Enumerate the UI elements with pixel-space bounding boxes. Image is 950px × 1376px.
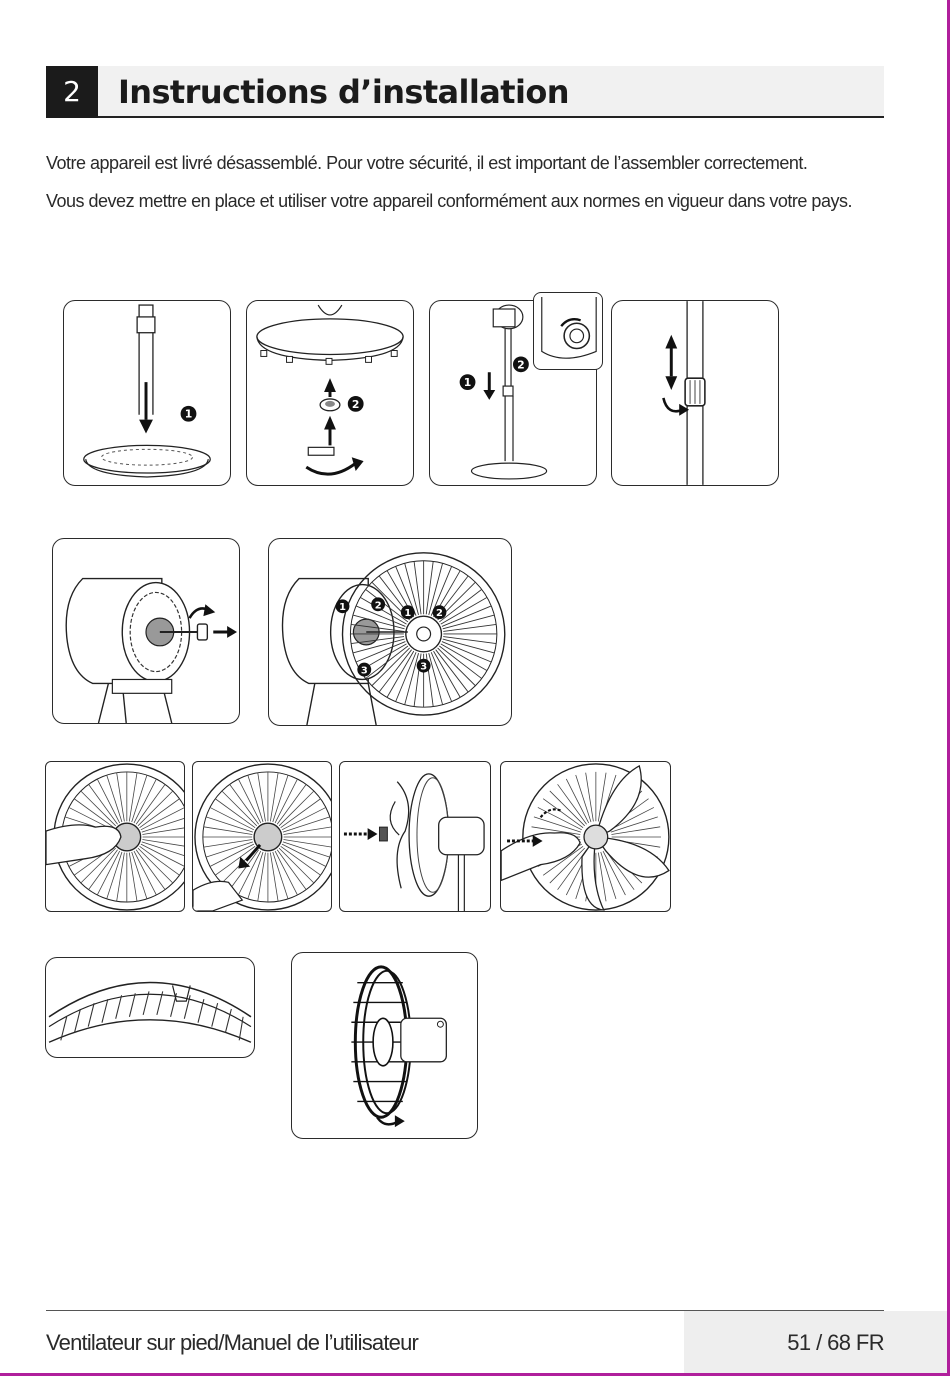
figure-drawing [501, 763, 670, 911]
footer-manual-title: Ventilateur sur pied/Manuel de l’utilisa… [46, 1330, 419, 1355]
figure-drawing: 1 [83, 304, 211, 478]
intro-paragraph-1: Votre appareil est livré désassemblé. Po… [46, 153, 808, 173]
footer-page-box [684, 1311, 947, 1373]
figure-step-pole-into-base: 1 [63, 300, 231, 486]
footer-rule [46, 1310, 884, 1311]
figure-step-assembled-fan [291, 952, 478, 1139]
step-marker-1: 1 [464, 376, 472, 389]
figure-step-base-screw: 2 [246, 300, 414, 486]
figure-step-tighten-grille-nut [45, 761, 185, 912]
step-marker-2: 2 [352, 398, 360, 411]
step-marker-1: 1 [339, 602, 346, 613]
figure-step-fix-grille-screw [192, 761, 332, 912]
step-marker-2: 2 [517, 358, 525, 371]
figure-drawing [541, 297, 597, 359]
step-marker-2: 2 [375, 600, 382, 611]
figure-drawing: 2 [256, 304, 404, 476]
intro-paragraph-2: Vous devez mettre en place et utiliser v… [46, 191, 852, 211]
figure-drawing [46, 763, 184, 911]
figure-drawing [48, 981, 252, 1043]
section-title: Instructions d’installation [118, 73, 570, 111]
figure-step-lock-collar [611, 300, 779, 486]
section-number: 2 [46, 66, 98, 118]
figure-drawing: 1 2 1 2 3 3 [281, 552, 506, 725]
figure-step-clip-grilles [45, 957, 255, 1058]
page-edge-bottom [0, 1373, 950, 1376]
step-marker-1: 1 [185, 408, 193, 421]
figure-inset-knob-detail [533, 292, 603, 370]
section-header-rule [46, 116, 884, 118]
figure-drawing [343, 773, 485, 911]
step-marker-3: 3 [420, 662, 427, 673]
figure-drawing [193, 763, 331, 911]
section-header-bar [46, 66, 884, 118]
footer-page-number: 51 / 68 FR [787, 1330, 884, 1355]
figure-step-tighten-spinner [500, 761, 671, 912]
step-marker-2: 2 [436, 608, 443, 619]
figure-step-attach-blade [339, 761, 491, 912]
step-marker-1: 1 [404, 608, 411, 619]
figure-step-remove-nut [52, 538, 240, 724]
figure-drawing [662, 301, 706, 485]
page-edge-right [947, 0, 950, 1376]
step-marker-3: 3 [361, 666, 368, 677]
figure-step-mount-rear-grille: 1 2 1 2 3 3 [268, 538, 512, 726]
figure-drawing: 1 2 [459, 304, 548, 480]
figure-drawing [65, 577, 238, 723]
figure-drawing [351, 965, 447, 1128]
